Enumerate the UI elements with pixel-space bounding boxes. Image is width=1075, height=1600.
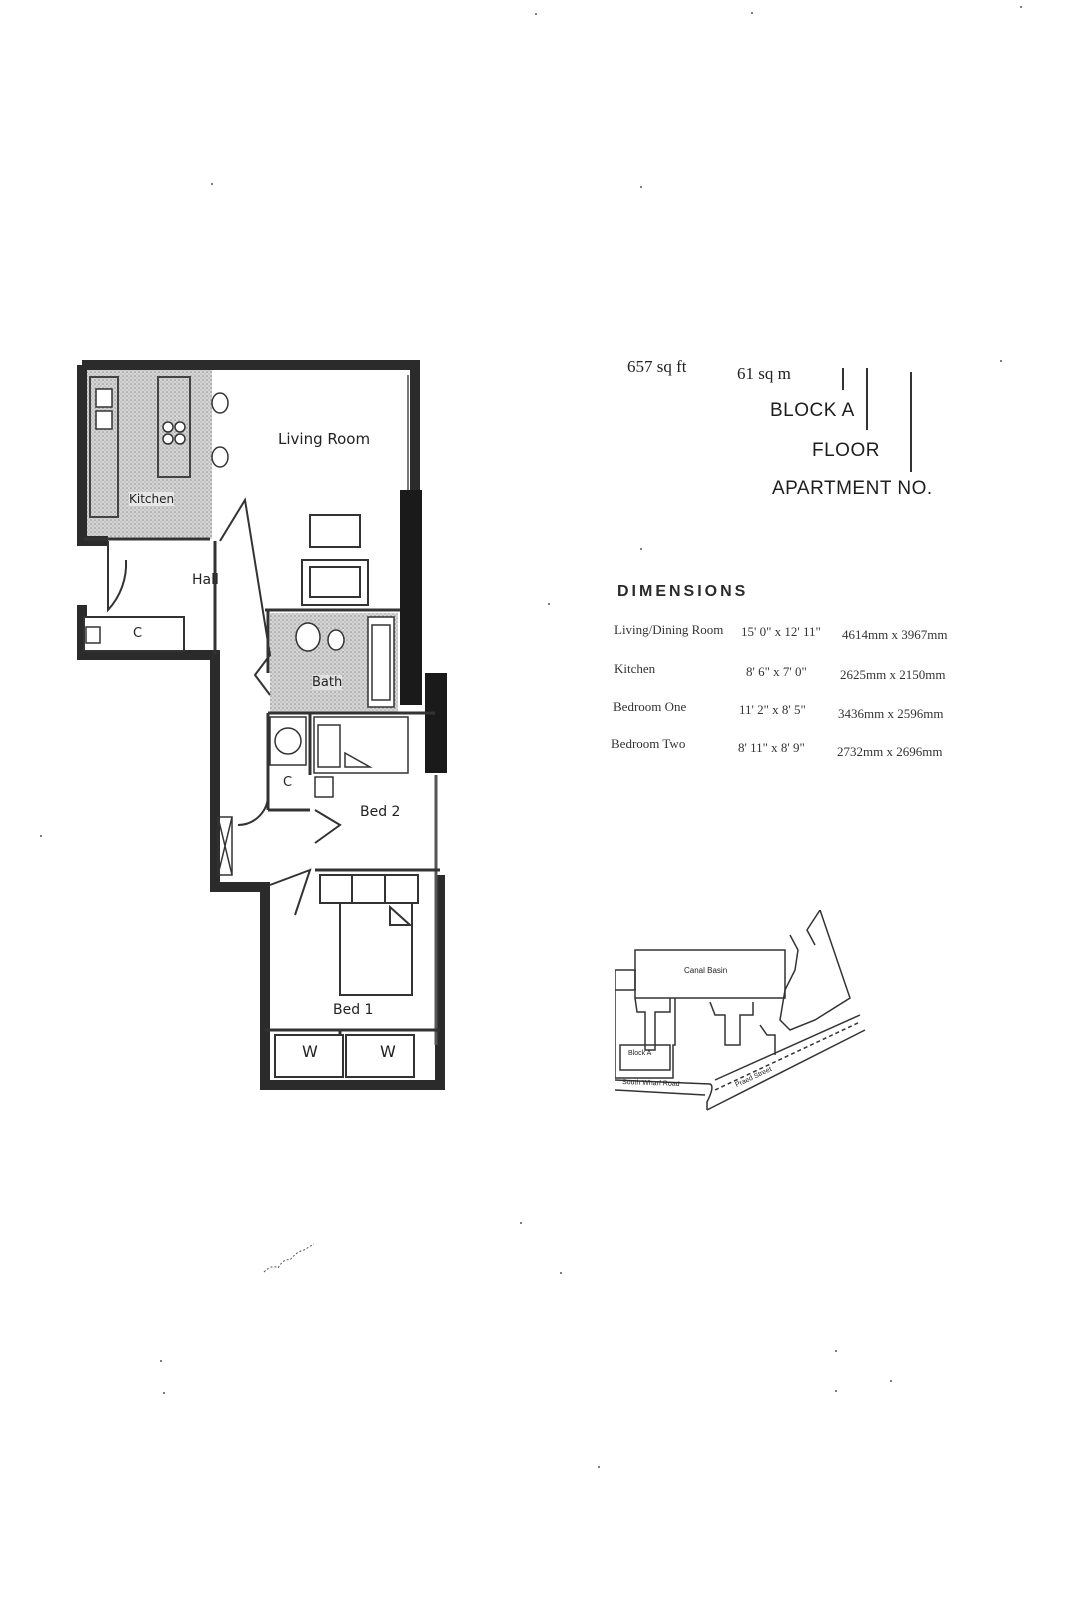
scan-speck	[535, 13, 537, 15]
corridor-door-icon	[237, 794, 269, 826]
scan-speck	[1000, 360, 1002, 362]
toilet-icon	[295, 622, 345, 652]
block-wing-1	[634, 997, 671, 1051]
floor-plan	[77, 360, 447, 1090]
dim-room-bed1: Bedroom One	[613, 699, 687, 714]
scan-speck	[160, 1360, 162, 1362]
area-sq-m: 61 sq m	[737, 364, 791, 383]
bar-stool-icon	[211, 392, 229, 468]
small-building	[615, 969, 636, 991]
meter-box-icon	[85, 626, 101, 644]
scan-speck	[640, 186, 642, 188]
dim-imperial-bed1: 11' 2" x 8' 5"	[739, 702, 806, 717]
location-map	[615, 910, 866, 1111]
road-south-wharf	[615, 1079, 713, 1110]
road-praed-center	[714, 1021, 861, 1091]
scan-speck	[1020, 6, 1022, 8]
scribble-mark	[263, 1243, 315, 1273]
road-praed-edge-1	[714, 1014, 861, 1081]
outer-walls	[77, 360, 445, 1090]
label-cupboard-hall: C	[133, 626, 143, 641]
dim-room-living: Living/Dining Room	[614, 622, 724, 637]
dim-imperial-living: 15' 0" x 12' 11"	[741, 624, 821, 639]
coffee-table	[309, 514, 361, 548]
scan-speck	[598, 1466, 600, 1468]
scan-speck	[751, 12, 753, 14]
bed2-bed-icon	[313, 716, 409, 774]
scan-speck	[890, 1380, 892, 1382]
dim-room-kitchen: Kitchen	[614, 661, 656, 676]
bed1-door-icon	[269, 868, 312, 916]
apartment-label: APARTMENT NO.	[772, 478, 933, 499]
block-complex-outline	[615, 990, 676, 1079]
floor-line	[866, 368, 868, 430]
area-sq-ft: 657 sq ft	[627, 357, 687, 376]
entrance-door-icon	[107, 541, 128, 613]
wall-block-right-2	[425, 673, 447, 773]
block-label: BLOCK A	[770, 400, 855, 421]
block-wing-2	[709, 1001, 754, 1046]
side-cupboard-icon	[217, 816, 233, 876]
curved-building	[779, 910, 851, 1031]
dimensions-title: DIMENSIONS	[617, 583, 749, 600]
label-cupboard-corridor: C	[283, 775, 293, 790]
washer-icon	[274, 727, 302, 755]
dim-metric-living: 4614mm x 3967mm	[842, 627, 948, 642]
map-label-block-a: Block A	[628, 1050, 652, 1057]
bed2-door-icon	[314, 809, 342, 844]
map-label-canal-basin: Canal Basin	[684, 966, 728, 975]
scan-speck	[560, 1272, 562, 1274]
road-south-wharf-line	[615, 1089, 706, 1096]
scan-speck	[835, 1390, 837, 1392]
label-living-room: Living Room	[278, 430, 371, 448]
scan-speck	[548, 603, 550, 605]
kitchen-counters	[89, 376, 191, 518]
label-bath: Bath	[312, 675, 343, 690]
bedside-table	[314, 776, 334, 798]
block-line	[842, 368, 844, 390]
block-wing-3	[759, 1024, 776, 1055]
bed1-bed-icon	[319, 874, 419, 996]
dim-metric-kitchen: 2625mm x 2150mm	[840, 667, 946, 682]
scan-speck	[640, 548, 642, 550]
kitchen-sink-icon	[95, 388, 113, 430]
scan-speck	[163, 1392, 165, 1394]
apartment-line	[910, 372, 912, 472]
bathtub-icon	[367, 616, 395, 708]
dim-metric-bed2: 2732mm x 2696mm	[837, 744, 943, 759]
label-bed-1: Bed 1	[333, 1002, 374, 1018]
sofa-icon	[301, 559, 369, 606]
hall-door-icon	[219, 497, 272, 696]
dim-imperial-kitchen: 8' 6" x 7' 0"	[746, 664, 807, 679]
road-praed-edge-2	[706, 1029, 866, 1111]
floor-label: FLOOR	[812, 440, 880, 461]
wardrobe-row	[274, 1034, 415, 1078]
label-wardrobe-2: W	[380, 1042, 396, 1061]
scan-speck	[40, 835, 42, 837]
label-kitchen: Kitchen	[129, 492, 175, 506]
scan-speck	[835, 1350, 837, 1352]
dim-room-bed2: Bedroom Two	[611, 736, 686, 751]
dim-imperial-bed2: 8' 11" x 8' 9"	[738, 740, 805, 755]
label-wardrobe-1: W	[302, 1042, 318, 1061]
block-a-building	[619, 1044, 671, 1071]
label-hall: Hall	[192, 572, 219, 588]
wall-block-right-1	[400, 490, 422, 705]
dim-metric-bed1: 3436mm x 2596mm	[838, 706, 944, 721]
scan-speck	[211, 183, 213, 185]
hob-icon	[162, 421, 186, 445]
label-bed-2: Bed 2	[360, 804, 401, 820]
scan-speck	[520, 1222, 522, 1224]
